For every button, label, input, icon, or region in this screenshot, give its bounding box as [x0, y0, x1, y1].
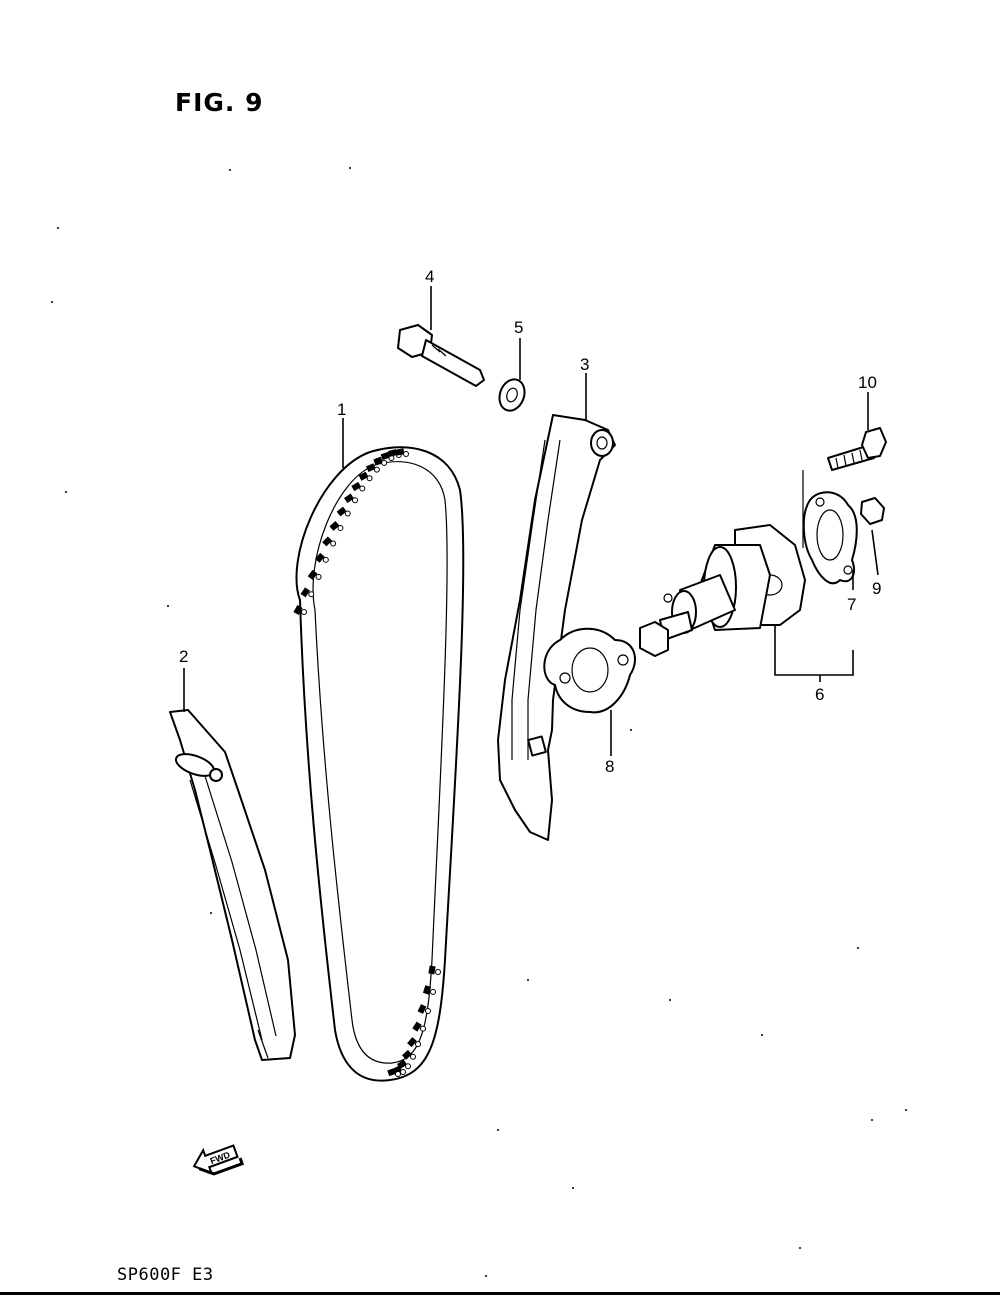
chain-pin	[322, 556, 329, 563]
callout-10: 10	[858, 373, 877, 392]
chain-link	[365, 463, 376, 473]
tensioner-adjuster-icon	[639, 524, 806, 657]
chain-pin	[435, 969, 441, 975]
chain-link	[322, 536, 333, 547]
chain-link	[307, 569, 318, 580]
bolt-right-icon	[827, 427, 887, 471]
chain-link	[300, 587, 310, 598]
model-code: SP600F E3	[117, 1265, 214, 1285]
chain-link	[387, 1067, 397, 1077]
callout-labels: 1 2 3 4 5 6 7 8 9 10	[179, 267, 881, 776]
leader-lines	[183, 286, 879, 756]
chain-link	[395, 448, 405, 456]
chain-pin	[381, 459, 388, 466]
chain-pin	[430, 988, 436, 995]
figure-title: FIG. 9	[175, 88, 264, 117]
bolt-icon	[397, 324, 485, 387]
chain-link	[428, 965, 436, 975]
callout-7: 7	[847, 595, 856, 614]
chain-link	[373, 456, 383, 466]
chain-link	[388, 449, 398, 457]
chain-link	[412, 1021, 422, 1032]
chain-pin	[366, 475, 373, 482]
chain-link	[293, 605, 303, 615]
chain-pin	[315, 573, 322, 580]
chain-pin	[359, 485, 366, 492]
fwd-arrow-icon: FWD	[192, 1144, 245, 1176]
chain-link	[351, 481, 362, 492]
chain-link	[402, 1049, 412, 1060]
chain-link	[336, 506, 347, 517]
cam-chain-icon	[293, 446, 465, 1082]
chain-guide-icon	[169, 709, 296, 1061]
chain-pin	[330, 540, 337, 547]
callout-6: 6	[815, 685, 824, 704]
chain-pin	[415, 1041, 421, 1048]
callout-1: 1	[337, 400, 346, 419]
callout-2: 2	[179, 647, 188, 666]
washer-icon	[498, 378, 526, 412]
scan-specks	[51, 167, 907, 1277]
chain-link	[380, 451, 391, 461]
chain-link	[407, 1037, 417, 1048]
chain-link	[417, 1004, 427, 1014]
chain-link	[358, 471, 369, 481]
callout-8: 8	[605, 757, 614, 776]
bottom-border	[0, 1292, 1000, 1295]
chain-pin	[410, 1053, 416, 1060]
gasket-icon	[543, 627, 636, 714]
chain-link	[344, 493, 354, 504]
callout-3: 3	[580, 355, 589, 374]
chain-link	[314, 552, 325, 563]
callout-9: 9	[872, 579, 881, 598]
callout-5: 5	[514, 318, 523, 337]
chain-pin	[420, 1025, 426, 1032]
chain-pin	[425, 1008, 431, 1015]
chain-pin	[308, 591, 315, 598]
chain-pin	[395, 1071, 401, 1077]
chain-pin	[337, 524, 344, 531]
callout-4: 4	[425, 267, 434, 286]
chain-pin	[405, 1063, 411, 1070]
chain-pin	[344, 510, 351, 517]
chain-pin	[301, 609, 307, 615]
tensioner-guide-icon	[497, 414, 616, 841]
chain-pin	[403, 451, 409, 457]
chain-pin	[352, 497, 358, 504]
chain-link	[329, 521, 340, 531]
chain-link	[422, 985, 432, 995]
chain-pin	[400, 1069, 406, 1076]
nut-icon	[860, 497, 885, 525]
chain-pin	[373, 466, 380, 473]
gasket-right-icon	[802, 491, 858, 585]
